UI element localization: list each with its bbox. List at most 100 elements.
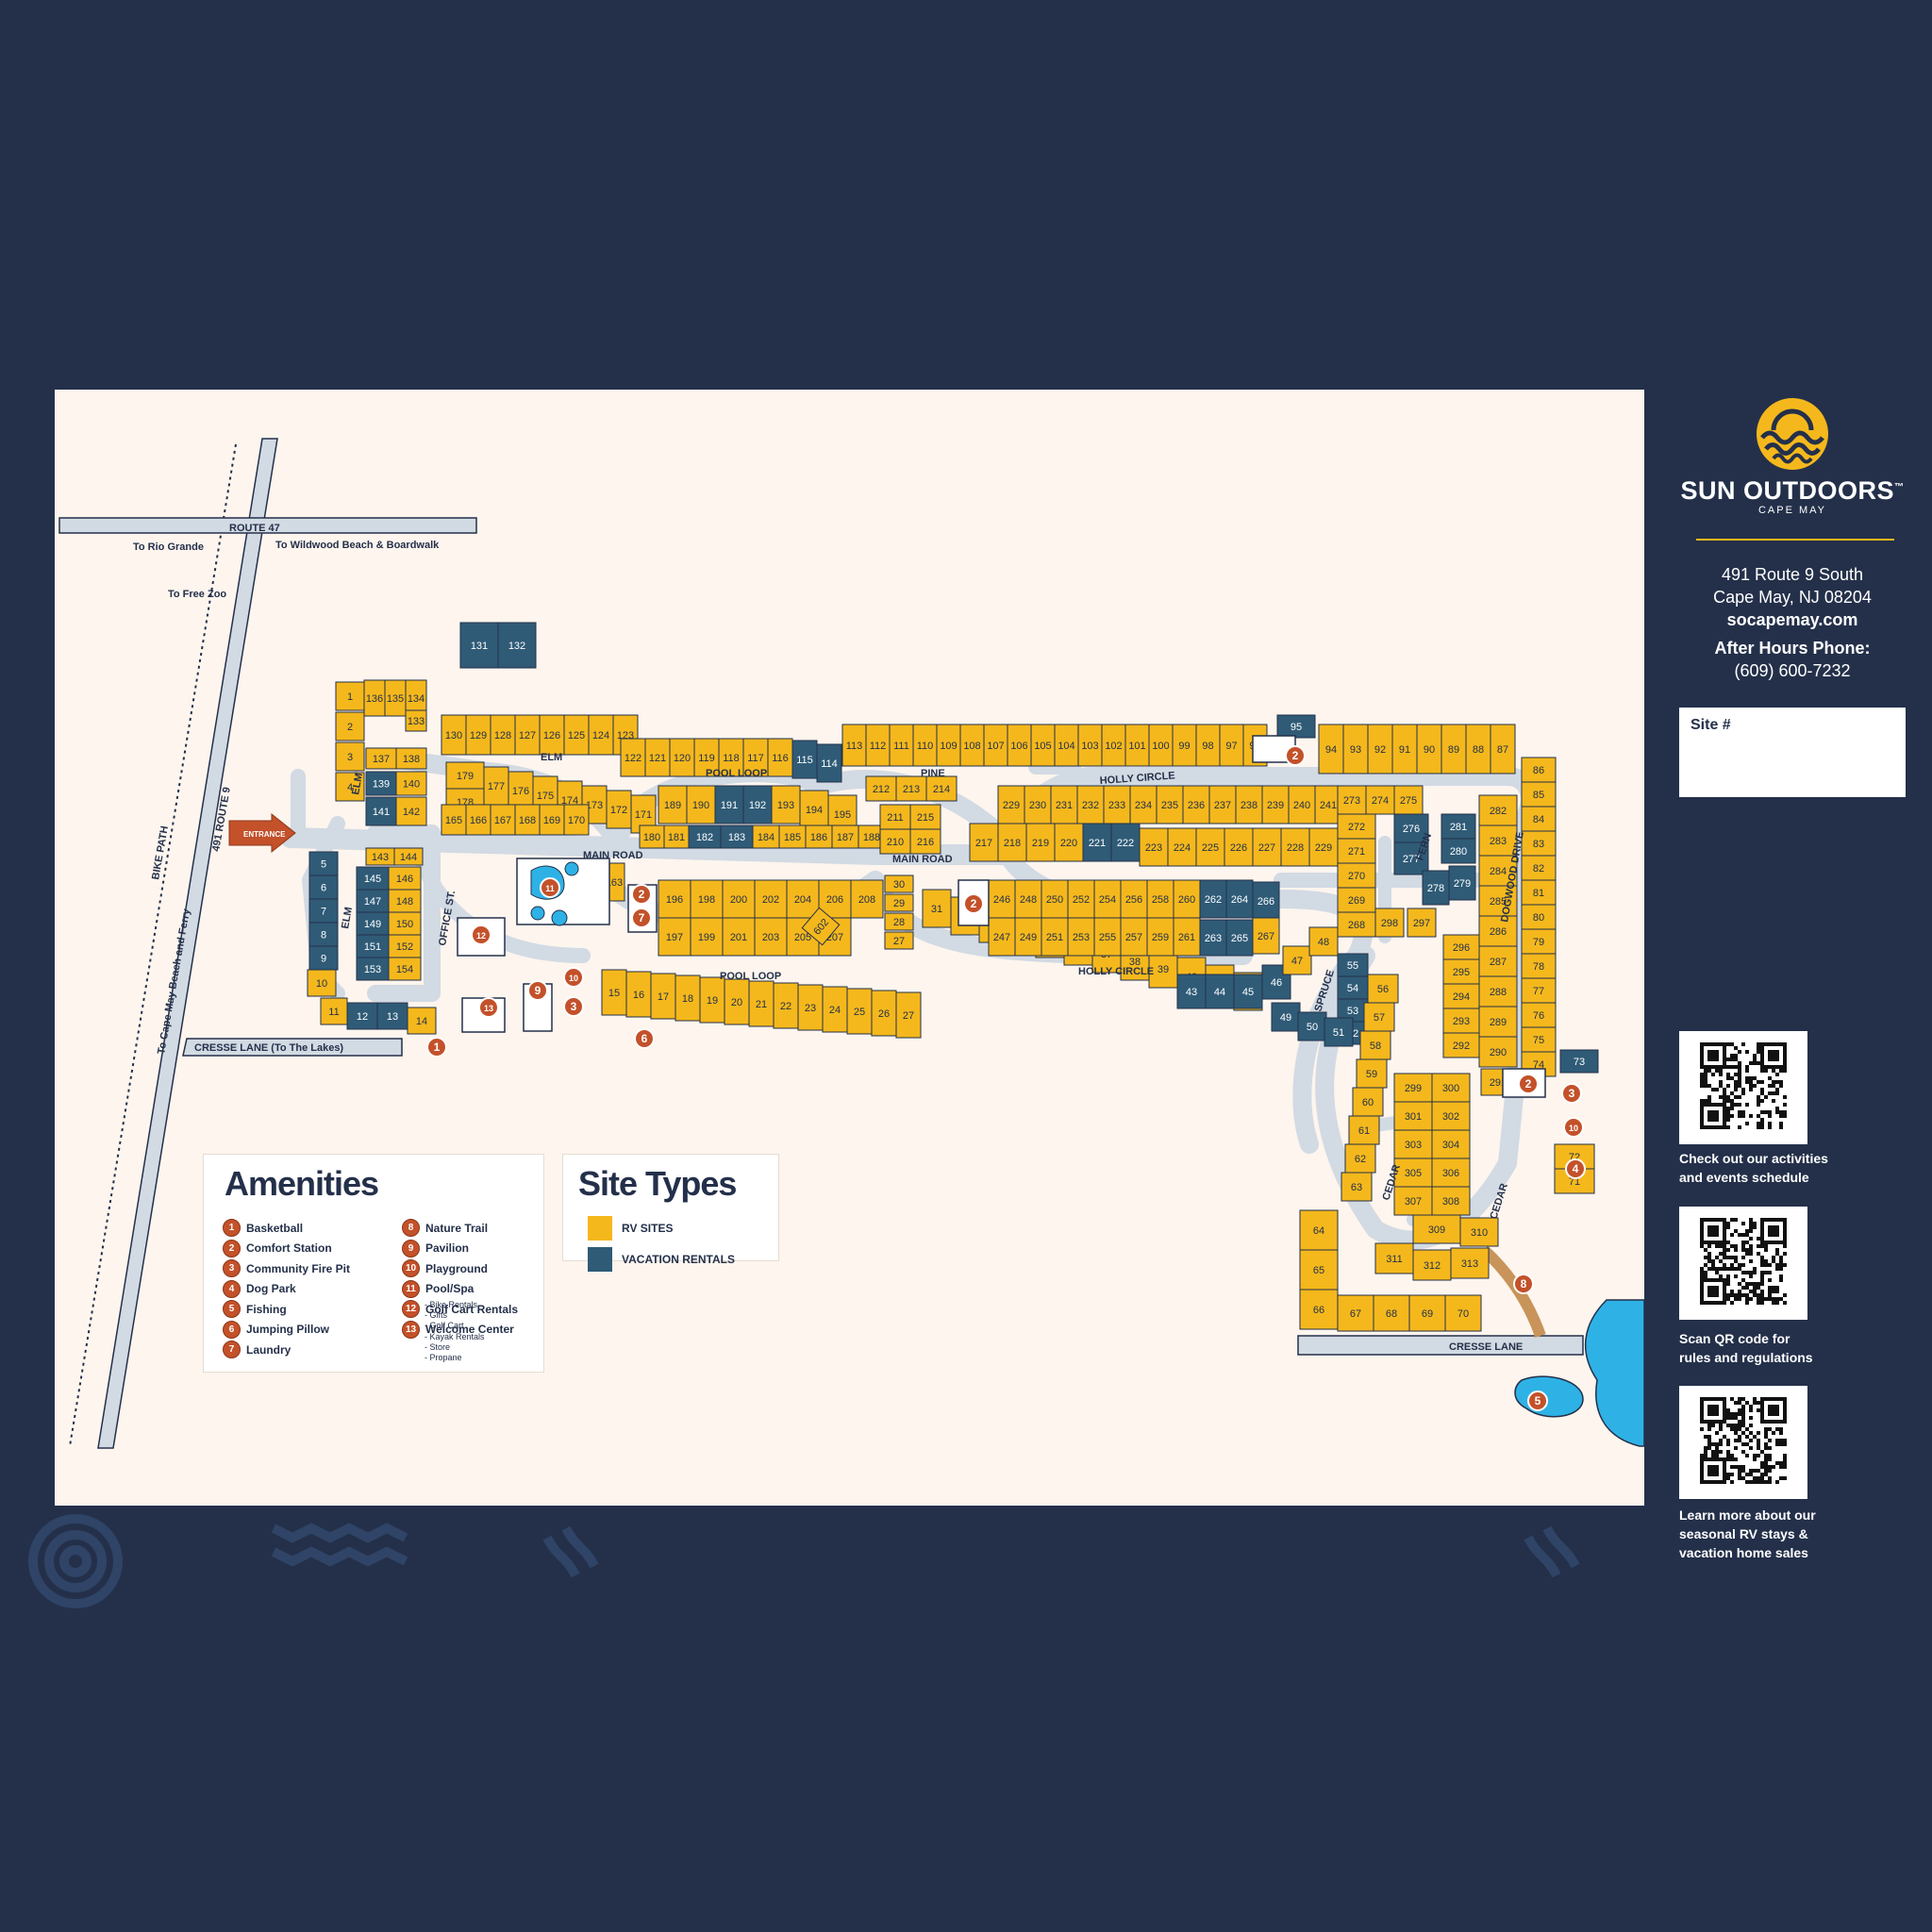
amenity-marker-4[interactable]: 4 [1565, 1158, 1586, 1179]
site-99: 99 [1172, 724, 1197, 767]
amenity-marker-2[interactable]: 2 [1285, 745, 1306, 766]
site-172: 172 [606, 790, 632, 829]
svg-text:201: 201 [730, 932, 747, 943]
svg-text:144: 144 [400, 852, 417, 863]
svg-text:298: 298 [1381, 918, 1398, 929]
site-248: 248 [1014, 879, 1042, 919]
amenity-marker-9[interactable]: 9 [527, 980, 548, 1001]
site-309: 309 [1412, 1214, 1461, 1244]
pool-loop-top-label: POOL LOOP [706, 768, 767, 779]
svg-text:234: 234 [1135, 800, 1152, 811]
qr-code-rules[interactable] [1679, 1207, 1807, 1320]
to-rio-grande-label: To Rio Grande [133, 541, 204, 553]
site-310: 310 [1459, 1217, 1499, 1247]
svg-text:147: 147 [364, 896, 381, 908]
site-90: 90 [1416, 724, 1442, 774]
svg-text:27: 27 [903, 1010, 914, 1022]
amenity-marker-3[interactable]: 3 [1561, 1083, 1582, 1104]
pool-loop-bottom-label: POOL LOOP [720, 971, 781, 982]
site-294: 294 [1442, 983, 1480, 1009]
site-204: 204 [786, 879, 820, 919]
amenity-marker-10[interactable]: 10 [1563, 1117, 1584, 1138]
svg-text:228: 228 [1287, 842, 1304, 854]
amenity-marker-12[interactable]: 12 [471, 924, 491, 945]
amenity-marker-7[interactable]: 7 [631, 908, 652, 928]
amenity-marker-10[interactable]: 10 [563, 967, 584, 988]
svg-text:167: 167 [494, 815, 511, 826]
amenity-marker-1[interactable]: 1 [426, 1037, 447, 1058]
site-308: 308 [1431, 1186, 1471, 1216]
amenity-marker-11[interactable]: 11 [540, 877, 560, 898]
svg-text:235: 235 [1161, 800, 1178, 811]
welcome-center-subitem: - Golf Cart [425, 1321, 464, 1331]
sun-outdoors-logo [1757, 398, 1828, 470]
site-182: 182 [688, 824, 722, 849]
site-types-title: Site Types [578, 1164, 737, 1203]
svg-text:23: 23 [805, 1003, 816, 1014]
qr-code-activities[interactable] [1679, 1031, 1807, 1144]
svg-text:6: 6 [641, 1032, 648, 1045]
site-203: 203 [754, 917, 788, 957]
svg-text:194: 194 [806, 805, 823, 816]
svg-text:114: 114 [821, 758, 838, 770]
svg-text:30: 30 [893, 879, 905, 891]
site-300: 300 [1431, 1073, 1471, 1103]
site-13: 13 [376, 1002, 408, 1030]
amenity-marker-3[interactable]: 3 [563, 996, 584, 1017]
amenity-marker-13[interactable]: 13 [478, 997, 499, 1018]
svg-text:22: 22 [780, 1001, 791, 1012]
svg-text:223: 223 [1145, 842, 1162, 854]
svg-text:174: 174 [561, 795, 578, 807]
svg-text:104: 104 [1058, 741, 1074, 752]
svg-text:136: 136 [366, 693, 383, 705]
site-261: 261 [1173, 917, 1201, 957]
svg-text:306: 306 [1442, 1168, 1459, 1179]
svg-text:172: 172 [610, 805, 627, 816]
elm-top-label: ELM [541, 752, 562, 763]
amenity-marker-2[interactable]: 2 [963, 893, 984, 914]
site-119: 119 [693, 738, 720, 777]
svg-text:175: 175 [537, 791, 554, 802]
svg-text:240: 240 [1293, 800, 1310, 811]
amenity-marker-8[interactable]: 8 [1513, 1274, 1534, 1294]
amenity-marker-6[interactable]: 6 [634, 1028, 655, 1049]
svg-text:69: 69 [1422, 1308, 1433, 1320]
site-121: 121 [644, 738, 671, 777]
rv-sites-legend-item: RV SITES [588, 1216, 673, 1241]
site-number-box[interactable]: Site # [1679, 708, 1906, 797]
amenity-marker-5[interactable]: 5 [1527, 1391, 1548, 1411]
site-231: 231 [1050, 785, 1078, 824]
site-107: 107 [983, 724, 1008, 767]
svg-text:135: 135 [387, 693, 404, 705]
svg-text:249: 249 [1020, 932, 1037, 943]
svg-text:152: 152 [396, 941, 413, 953]
svg-text:146: 146 [396, 874, 413, 885]
svg-text:276: 276 [1403, 824, 1420, 835]
svg-text:195: 195 [834, 809, 851, 821]
qr-code-seasonal[interactable] [1679, 1386, 1807, 1499]
welcome-center-subitem: - Store [425, 1341, 451, 1352]
site-104: 104 [1054, 724, 1079, 767]
svg-text:94: 94 [1325, 744, 1337, 756]
amenity-marker-2[interactable]: 2 [1518, 1074, 1539, 1094]
phone-number[interactable]: (609) 600-7232 [1734, 661, 1851, 680]
svg-text:264: 264 [1231, 894, 1248, 906]
site-180: 180 [639, 824, 665, 849]
site-199: 199 [690, 917, 724, 957]
svg-text:2: 2 [1525, 1077, 1532, 1091]
website-link[interactable]: socapemay.com [1726, 610, 1858, 629]
svg-text:68: 68 [1386, 1308, 1397, 1320]
main-road-left-label: MAIN ROAD [583, 850, 643, 861]
amenity-marker-2[interactable]: 2 [631, 884, 652, 905]
site-71: 71 [1554, 1168, 1595, 1194]
site-2: 2 [335, 711, 365, 741]
site-25: 25 [846, 988, 873, 1035]
svg-text:10: 10 [1569, 1124, 1578, 1133]
amenity-label: Nature Trail [425, 1221, 489, 1235]
site-230: 230 [1024, 785, 1052, 824]
site-102: 102 [1101, 724, 1126, 767]
amenity-number-badge: 13 [402, 1320, 420, 1339]
